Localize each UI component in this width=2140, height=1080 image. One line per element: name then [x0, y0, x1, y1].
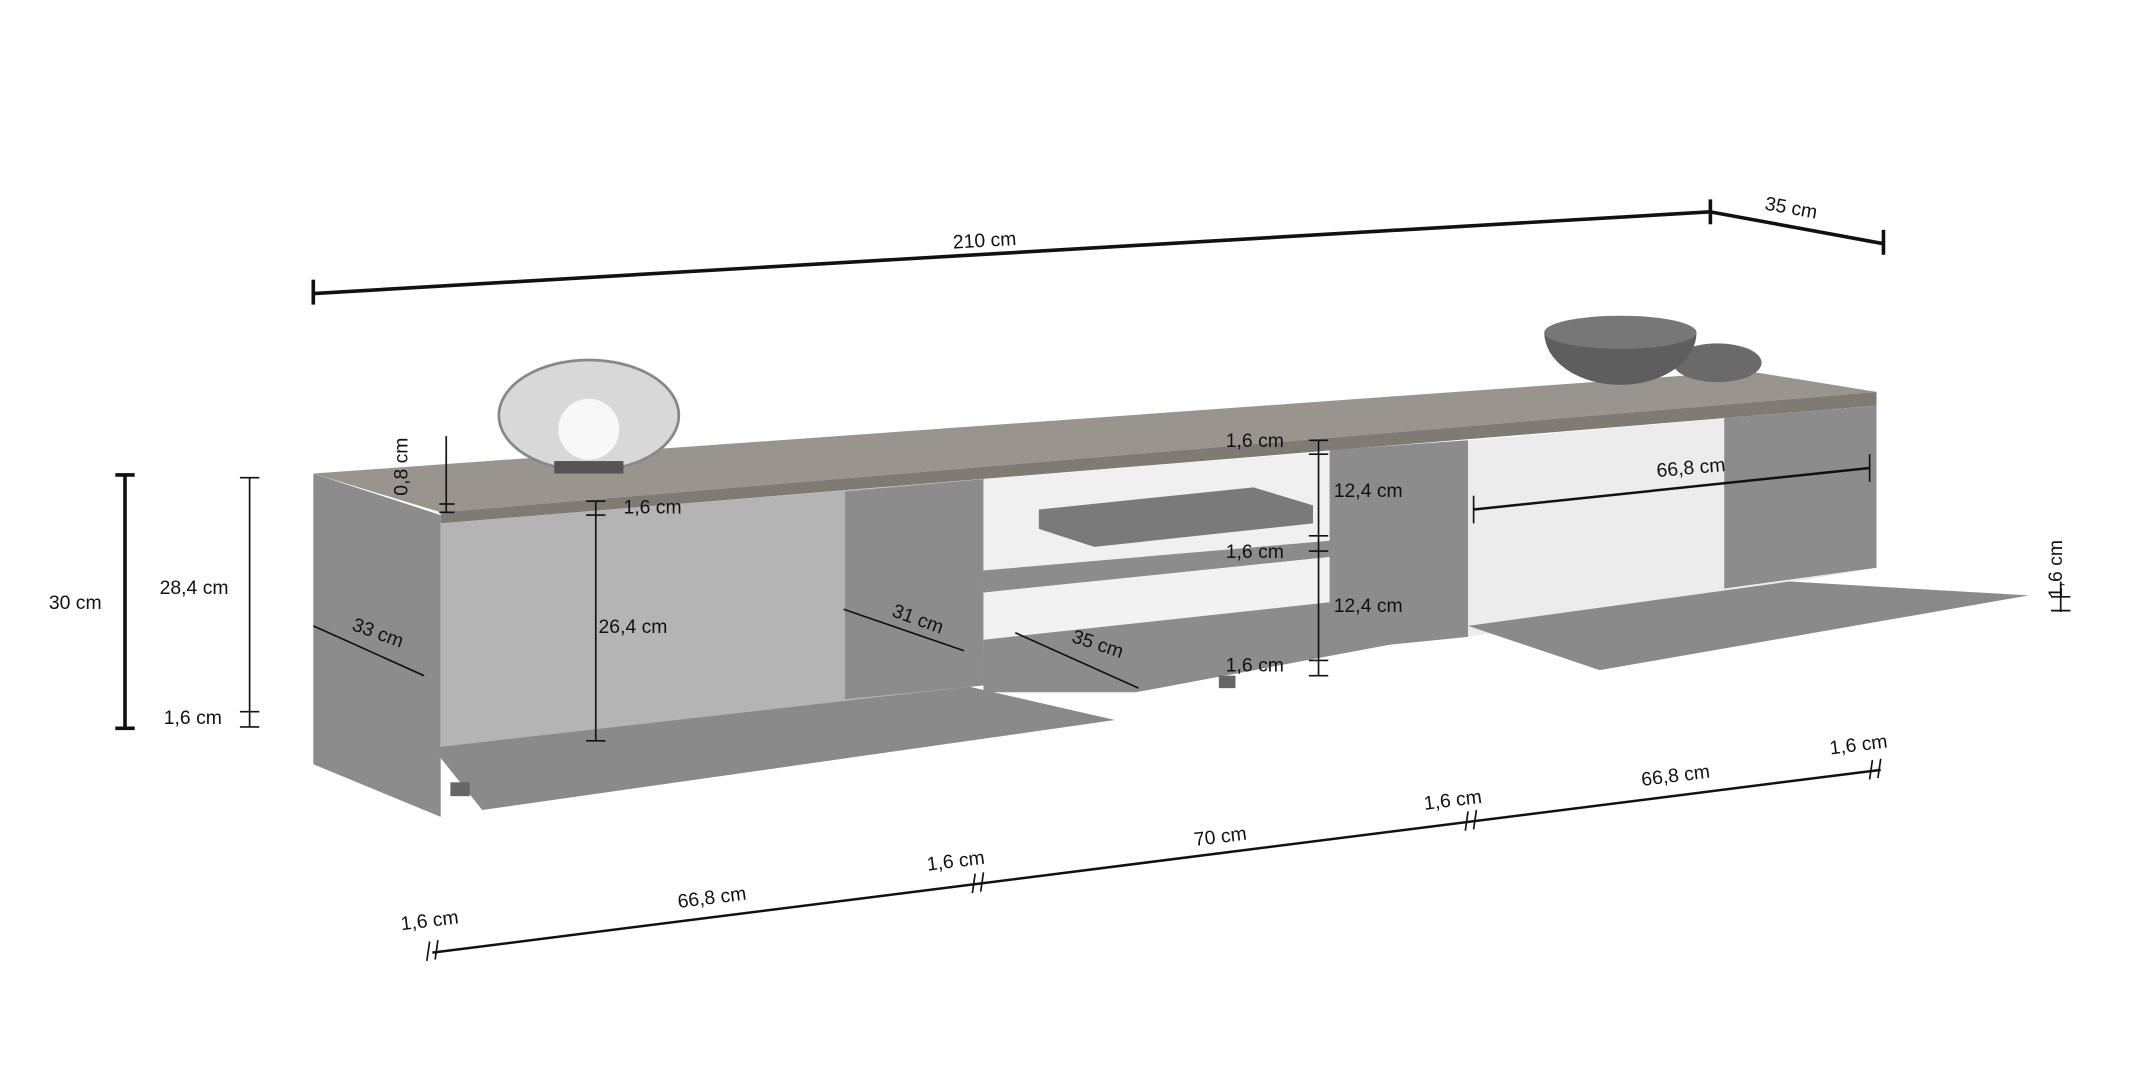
flap-thickness-label: 1,6 cm: [2045, 540, 2067, 598]
top-slab-label: 0,8 cm: [390, 438, 412, 496]
bottom-width-label: 66,8 cm: [1640, 761, 1711, 791]
bowls: [1544, 315, 1762, 385]
bottom-width-label: 1,6 cm: [1423, 786, 1483, 815]
middle-top-panel-label: 1,6 cm: [1226, 430, 1284, 452]
bottom-width-label: 1,6 cm: [926, 847, 986, 876]
side-inner-height-label: 28,4 cm: [160, 577, 229, 599]
left-side-panel: [313, 473, 441, 817]
foot: [450, 782, 470, 797]
left-door-flap: [432, 686, 1115, 810]
side-bottom-label: 1,6 cm: [164, 707, 222, 729]
lamp: [497, 358, 681, 474]
width-label: 210 cm: [952, 228, 1017, 254]
left-top-panel-label: 1,6 cm: [623, 497, 681, 519]
depth-label: 35 cm: [1763, 193, 1819, 224]
receiver-box: [1038, 487, 1313, 547]
left-divider: [845, 479, 984, 700]
right-door-flap: [1468, 581, 2029, 671]
bottom-width-label: 1,6 cm: [1828, 731, 1888, 760]
height-label: 30 cm: [49, 592, 102, 614]
middle-lower-gap-label: 12,4 cm: [1334, 595, 1403, 617]
bottom-width-label: 1,6 cm: [399, 906, 459, 935]
bottom-width-label: 66,8 cm: [676, 883, 747, 913]
middle-bottom-label: 1,6 cm: [1226, 655, 1284, 677]
cabinet-top-slab: [313, 371, 1877, 513]
middle-upper-gap-label: 12,4 cm: [1334, 480, 1403, 502]
right-side-panel: [1724, 405, 1877, 589]
middle-divider: [1329, 440, 1469, 651]
cabinet: [313, 371, 2029, 817]
foot: [1218, 675, 1236, 689]
cabinet-top-front: [440, 391, 1877, 524]
bottom-width-label: 70 cm: [1193, 823, 1248, 851]
middle-shelf-label: 1,6 cm: [1226, 541, 1284, 563]
left-inner-height-label: 26,4 cm: [599, 616, 668, 638]
